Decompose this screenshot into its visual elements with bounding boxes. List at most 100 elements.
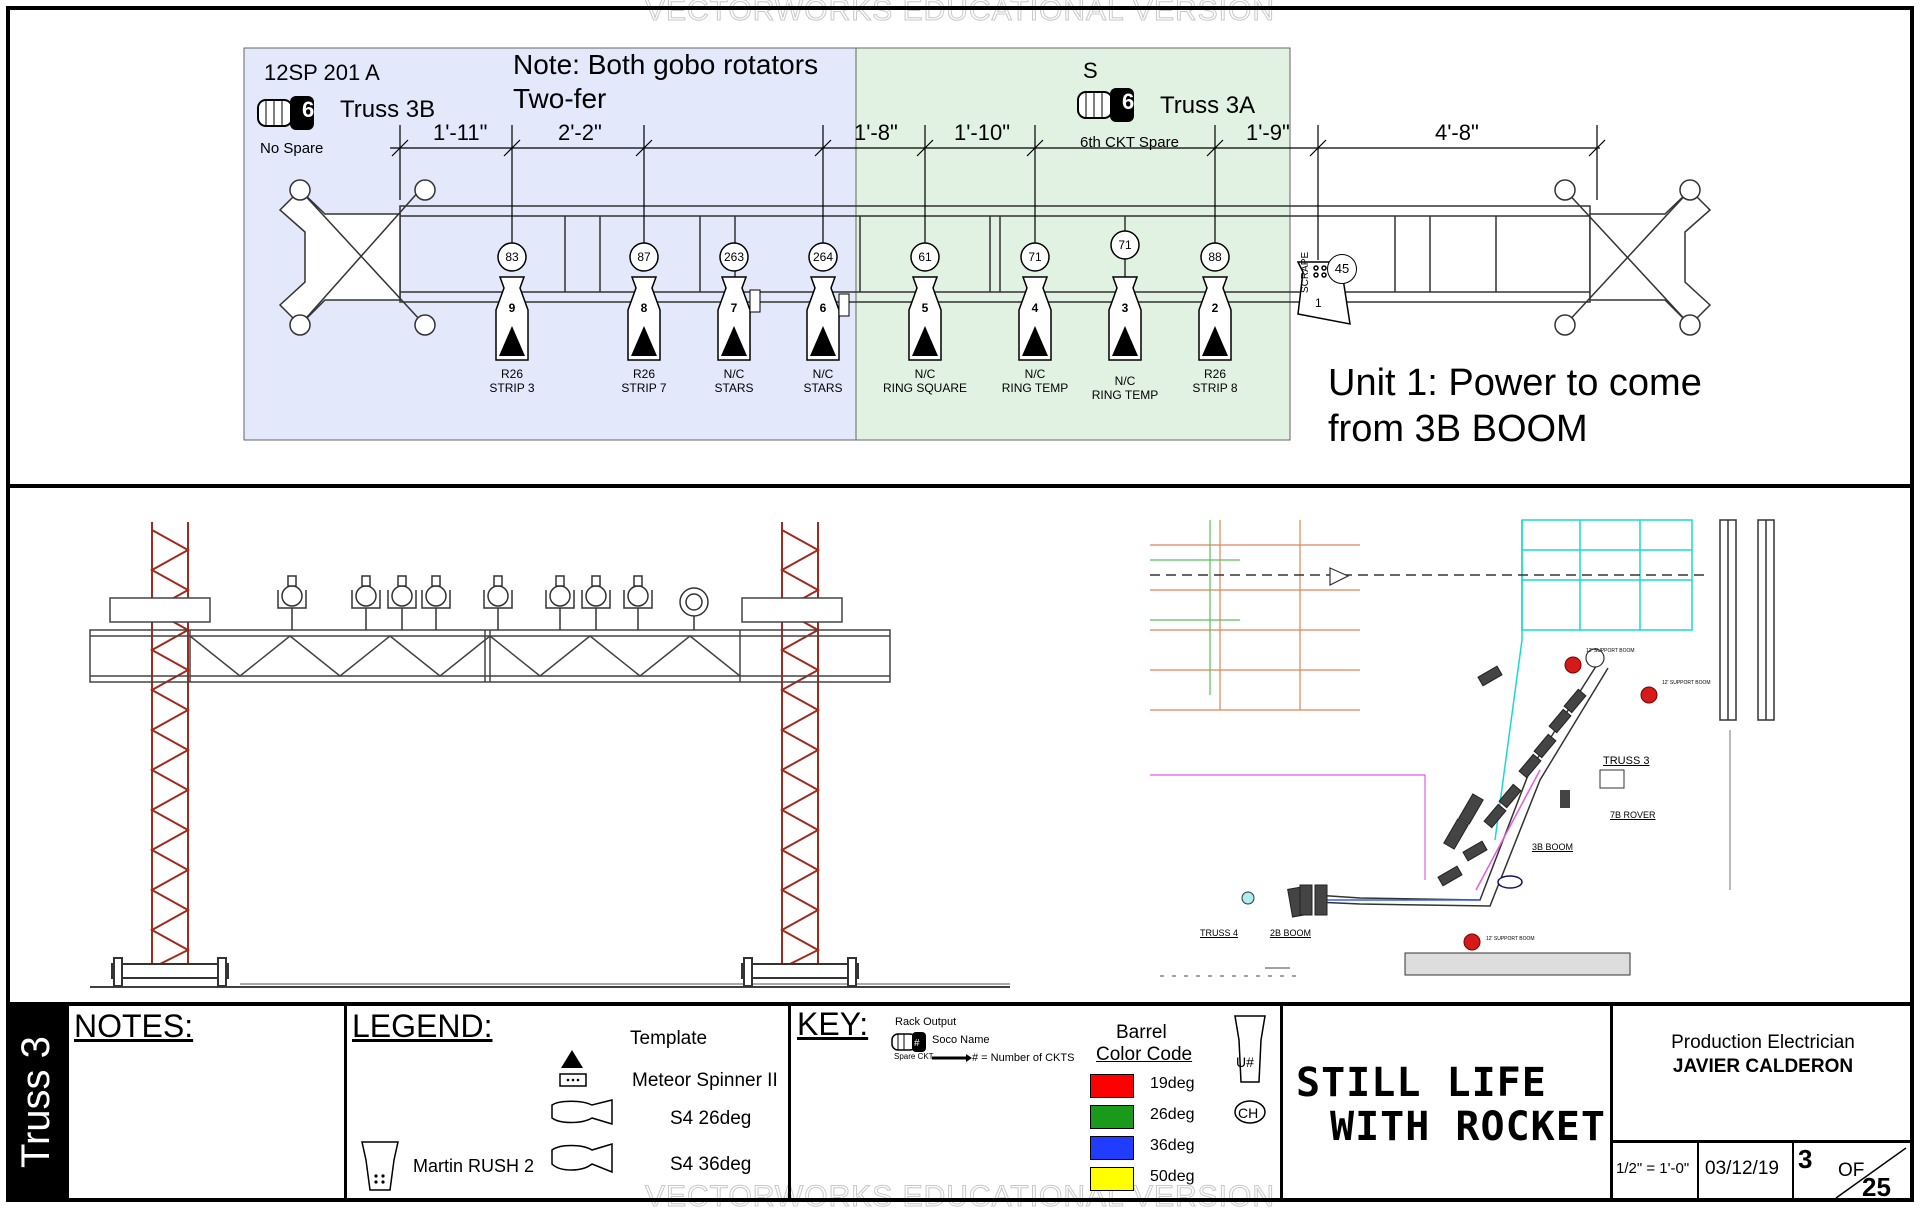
divider [1697, 1140, 1699, 1202]
rush-circuit: 45 [1327, 254, 1357, 284]
scale: 1/2" = 1'-0" [1616, 1160, 1690, 1177]
fixture-color: N/C [812, 367, 834, 381]
legend-rush: Martin RUSH 2 [413, 1156, 535, 1176]
key-num-ckts: # = Number of CKTS [972, 1052, 1075, 1064]
circuit-bubble [1110, 230, 1140, 260]
legend-s4-26: S4 26deg [670, 1108, 752, 1129]
left-soco-count: 6 [302, 97, 315, 122]
key-soco-icon: # [891, 1032, 972, 1062]
right-soco-name: Truss 3A [1160, 92, 1256, 119]
fixture-purpose: RING TEMP [1091, 388, 1159, 402]
elevation-fixture [623, 575, 653, 630]
meteor-spinner-icon [749, 289, 761, 313]
elevation-fixture [351, 575, 381, 630]
support-boom-label: 12' SUPPORT BOOM [1662, 680, 1711, 686]
circuit-number: 61 [918, 250, 932, 264]
dimension-label: 2'-2" [558, 120, 602, 145]
circuit-bubble [1020, 242, 1050, 272]
watermark-top: VECTORWORKS EDUCATIONAL VERSION [645, 0, 1275, 28]
fixture-body [806, 276, 840, 361]
fixture-body [1018, 276, 1052, 361]
unit-power-note: Unit 1: Power to come from 3B BOOM [1328, 362, 1702, 450]
divider [1610, 1140, 1914, 1143]
divider [1280, 1002, 1283, 1202]
truss-body [399, 205, 1591, 303]
divider [1792, 1140, 1794, 1202]
fixture-color: N/C [1114, 374, 1136, 388]
barrel-swatch [1090, 1136, 1134, 1160]
elevation-fixtures [277, 575, 653, 630]
end-block-left [278, 179, 436, 336]
meteor-spinner-icon [679, 587, 709, 630]
unit-number: 8 [641, 301, 648, 315]
circuit-number: 83 [505, 250, 519, 264]
fixture-s4: 882 [1198, 242, 1232, 361]
truss-span [89, 597, 891, 683]
template-icon [561, 1050, 583, 1068]
rover-label: 7B ROVER [1610, 810, 1656, 820]
tower-left [149, 522, 191, 969]
fixture-s4: 61 5 [908, 242, 942, 361]
barrel-swatch [1090, 1105, 1134, 1129]
unit-number: 3 [1122, 301, 1129, 315]
key-header: KEY: [797, 1006, 869, 1042]
divider [788, 1002, 791, 1202]
support-boom-label: 12' SUPPORT BOOM [1586, 648, 1635, 654]
soco-connector-icon-right [1077, 88, 1134, 122]
support-boom-label: 12' SUPPORT BOOM [1486, 936, 1535, 942]
legend-meteor: Meteor Spinner II [632, 1070, 778, 1091]
key-unit-icon [1234, 1015, 1266, 1124]
template-icon [1112, 326, 1138, 356]
barrel-swatch [1090, 1167, 1134, 1191]
fixture-purpose: STRIP 7 [621, 381, 667, 395]
floor-hatch [1404, 952, 1631, 976]
fixture-purpose: STARS [803, 381, 843, 395]
martin-rush-icon [361, 1141, 399, 1191]
unit-number: 9 [509, 301, 516, 315]
key-unit-number: U# [1236, 1054, 1254, 1070]
barrel-subtitle: Color Code [1096, 1044, 1193, 1065]
unit-number: 2 [1212, 301, 1219, 315]
circuit-bubble [1200, 242, 1230, 272]
legend-header: LEGEND: [352, 1008, 493, 1044]
unit-number: 5 [922, 301, 929, 315]
rush-unit-number: 1 [1315, 296, 1322, 310]
tower-right [779, 522, 821, 969]
elevation-fixture [545, 575, 575, 630]
fixture-color: R26 [1203, 367, 1226, 381]
fixture-body [1198, 276, 1232, 361]
right-rack-output: S [1083, 58, 1098, 83]
fixture-body [717, 276, 751, 361]
show-title-line-1: STILL LIFE [1296, 1060, 1547, 1106]
dimension-label: 1'-11" [433, 120, 488, 145]
s4-36deg-icon [551, 1142, 613, 1174]
template-icon [1022, 326, 1048, 356]
side-title-bar [6, 1002, 69, 1202]
barrel-label: 50deg [1150, 1168, 1195, 1185]
date: 03/12/19 [1705, 1158, 1779, 1179]
fixture-purpose: STRIP 8 [1192, 381, 1238, 395]
dimension-label: 1'-8" [854, 120, 898, 145]
tower-base-right [741, 957, 859, 987]
legend-template: Template [630, 1028, 708, 1049]
fixture-s4: 713 [1108, 230, 1142, 361]
right-soco-count: 6 [1122, 89, 1135, 114]
legend-icons [361, 1050, 613, 1191]
sheet-number: 3 [1798, 1144, 1813, 1174]
left-spare: No Spare [260, 140, 324, 157]
groundplan-detail [1150, 519, 1775, 977]
template-icon [912, 326, 938, 356]
fixture-body [495, 276, 529, 361]
barrel-label: 36deg [1150, 1137, 1195, 1154]
elevation-fixture [387, 575, 417, 630]
unit-number: 4 [1032, 301, 1039, 315]
circuit-bubble [497, 242, 527, 272]
circuit-number: 87 [637, 250, 651, 264]
